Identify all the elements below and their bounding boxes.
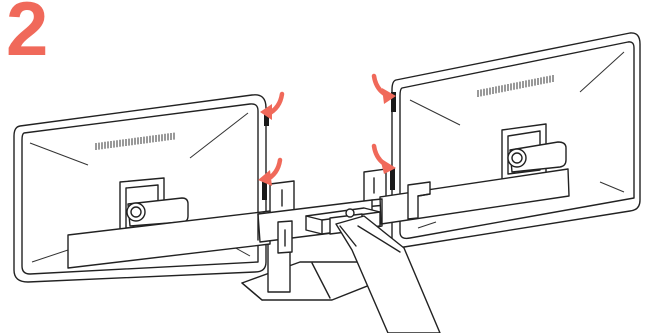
right-slot-bottom: [390, 168, 395, 190]
arrows: [258, 76, 396, 186]
